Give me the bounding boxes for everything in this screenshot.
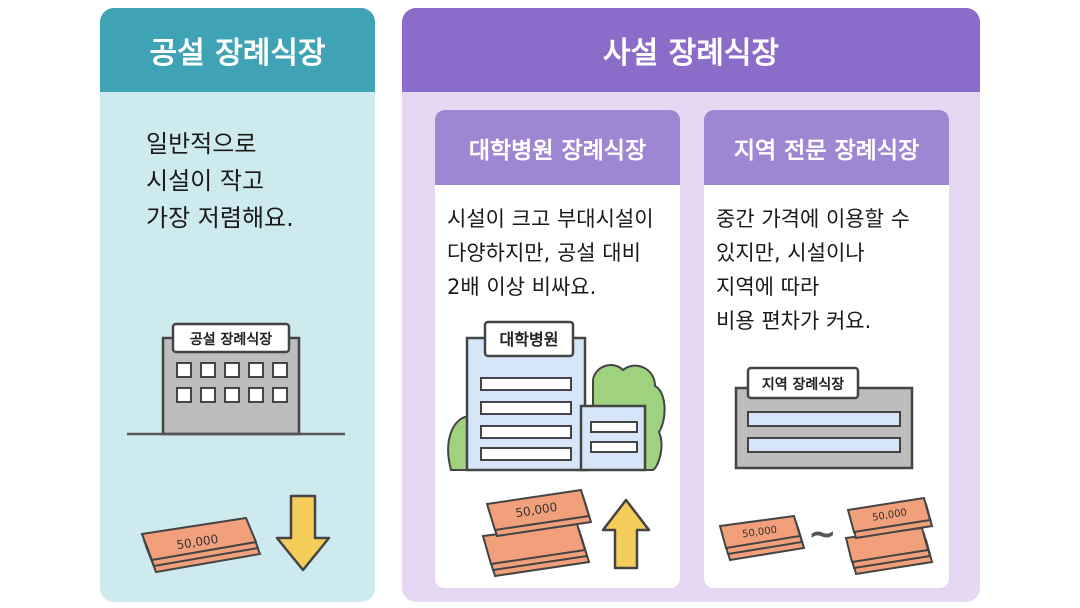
public-funeral-hall-panel: 공설 장례식장 일반적으로 시설이 작고 가장 저렴해요. 공설 장례식장 50… — [100, 8, 375, 602]
price-up-arrow-icon — [601, 498, 651, 570]
specialized-bill-label-low: 50,000 — [742, 525, 778, 541]
public-building-sign: 공설 장례식장 — [190, 331, 272, 348]
specialized-money-stack-high-icon: 50,000 — [844, 496, 934, 576]
hospital-building-illustration: 대학병원 — [447, 320, 666, 472]
hospital-funeral-hall-card: 대학병원 장례식장 시설이 크고 부대시설이 다양하지만, 공설 대비 2배 이… — [435, 110, 680, 588]
private-funeral-hall-panel: 사설 장례식장 대학병원 장례식장 시설이 크고 부대시설이 다양하지만, 공설… — [402, 8, 980, 602]
price-down-arrow-icon — [275, 494, 331, 572]
public-description: 일반적으로 시설이 작고 가장 저렴해요. — [146, 130, 294, 232]
public-building-illustration: 공설 장례식장 — [127, 322, 345, 436]
specialized-building-sign: 지역 장례식장 — [762, 376, 844, 393]
specialized-description: 중간 가격에 이용할 수 있지만, 시설이나 지역에 따라 비용 편차가 커요. — [716, 207, 910, 333]
public-panel-title: 공설 장례식장 — [100, 8, 375, 92]
hospital-money-stack-icon: 50,000 — [481, 488, 593, 578]
public-bill-label: 50,000 — [176, 532, 220, 552]
specialized-building-illustration: 지역 장례식장 — [734, 366, 914, 470]
hospital-description: 시설이 크고 부대시설이 다양하지만, 공설 대비 2배 이상 비싸요. — [447, 207, 654, 299]
specialized-money-stack-low-icon: 50,000 — [718, 514, 806, 562]
private-panel-title: 사설 장례식장 — [402, 8, 980, 92]
hospital-bill-label: 50,000 — [515, 500, 559, 520]
specialized-bill-label-high: 50,000 — [871, 507, 907, 523]
hospital-card-title: 대학병원 장례식장 — [435, 110, 680, 185]
hospital-building-sign: 대학병원 — [500, 330, 559, 349]
public-money-stack-icon: 50,000 — [140, 516, 262, 574]
specialized-funeral-hall-card: 지역 전문 장례식장 중간 가격에 이용할 수 있지만, 시설이나 지역에 따라… — [704, 110, 949, 588]
specialized-card-title: 지역 전문 장례식장 — [704, 110, 949, 185]
range-tilde: ~ — [808, 514, 837, 554]
